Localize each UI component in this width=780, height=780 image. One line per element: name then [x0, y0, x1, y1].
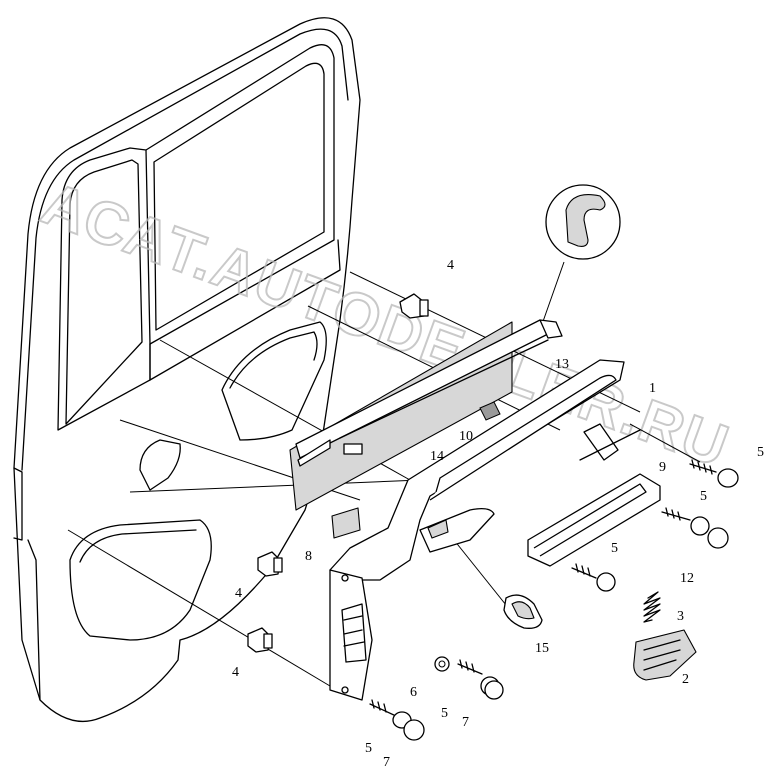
lock-plate-2: [633, 629, 697, 681]
label-part-13: 13: [555, 357, 569, 372]
label-part-5-d: 5: [441, 706, 448, 721]
label-part-7-a: 7: [462, 715, 469, 730]
clip-10: [479, 401, 501, 421]
label-part-15: 15: [535, 641, 549, 656]
label-part-2: 2: [682, 672, 689, 687]
cap-12: [707, 527, 729, 549]
label-part-4-mid: 4: [235, 586, 242, 601]
clip-4-mid: [257, 551, 283, 577]
label-part-5-e: 5: [365, 741, 372, 756]
pad-8: [331, 507, 361, 539]
handle-bezel-15: [503, 594, 543, 629]
armrest-assembly: [329, 359, 661, 701]
screw-5-right-top: [689, 459, 739, 488]
door-frame: [13, 17, 361, 722]
label-part-9: 9: [659, 460, 666, 475]
part-labels: 1 2 3 4 4 4 5 5 5 5 5 6 7 7 8 9 10 12 13…: [232, 258, 764, 770]
washer-6: [434, 656, 450, 672]
label-part-7-b: 7: [383, 755, 390, 770]
label-part-5-a: 5: [757, 445, 764, 460]
label-part-10: 10: [459, 429, 473, 444]
label-part-4-top: 4: [447, 258, 454, 273]
label-part-1: 1: [649, 381, 656, 396]
label-part-6: 6: [410, 685, 417, 700]
label-part-4-low: 4: [232, 665, 239, 680]
screw-5-bottom: [369, 699, 412, 729]
label-part-5-b: 5: [700, 489, 707, 504]
label-part-8: 8: [305, 549, 312, 564]
label-part-14: 14: [430, 449, 444, 464]
screw-5-center: [571, 563, 616, 592]
seal-profile-callout: [545, 184, 621, 260]
label-part-3: 3: [677, 609, 684, 624]
screw-5-right-mid: [661, 507, 710, 536]
cap-7-lower: [403, 719, 425, 741]
trim-board: [289, 319, 563, 511]
label-part-12: 12: [680, 571, 694, 586]
clip-4-top: [399, 293, 429, 319]
cap-7-upper: [484, 680, 504, 700]
clip-4-low: [247, 627, 273, 653]
label-part-5-c: 5: [611, 541, 618, 556]
spring-3: [643, 591, 661, 623]
washer-6-hole: [438, 660, 446, 668]
